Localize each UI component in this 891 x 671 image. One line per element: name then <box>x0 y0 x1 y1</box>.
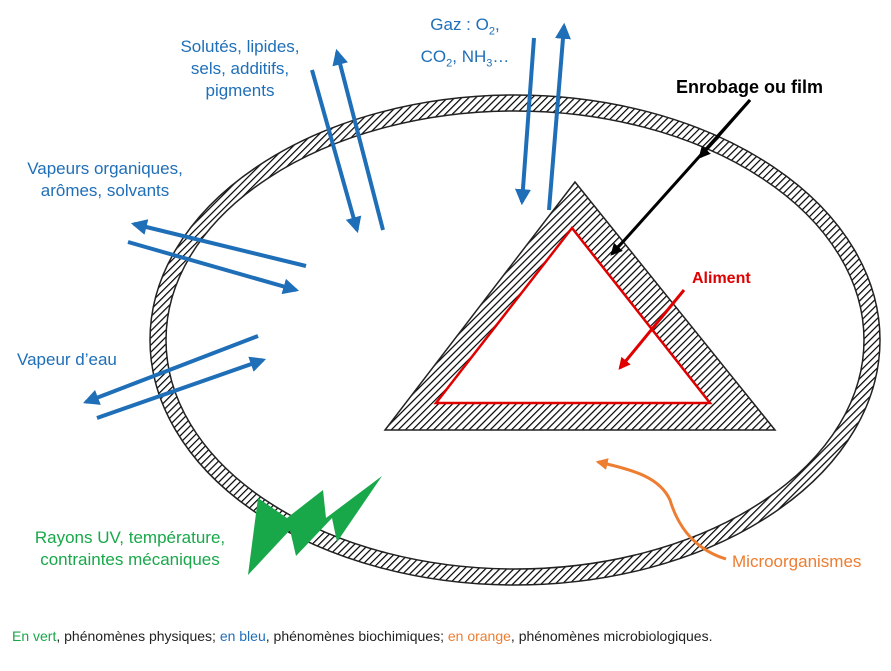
caption-orange: en orange <box>447 628 511 644</box>
solutes-arrow-in <box>310 69 362 234</box>
coating-label: Enrobage ou film <box>676 77 824 97</box>
solutes-arrow-out <box>332 48 385 231</box>
coating-diagram <box>83 22 881 586</box>
solutes-label: Solutés, lipides, sels, additifs, pigmen… <box>180 37 300 100</box>
coating-ring <box>149 94 881 586</box>
food-label: Aliment <box>692 270 751 287</box>
lightning-icon <box>248 476 382 575</box>
caption-text-1: , phénomènes physiques; <box>56 628 220 644</box>
water-vapour-label: Vapeur d’eau <box>17 350 117 369</box>
organic-vapours-label: Vapeurs organiques, arômes, solvants <box>27 159 183 200</box>
microorganisms-label: Microorganismes <box>732 552 862 571</box>
caption-blue: en bleu <box>219 628 266 644</box>
physical-stress-label: Rayons UV, température, contraintes méca… <box>34 528 226 569</box>
microorganisms-arrow <box>595 458 727 561</box>
vapours-arrow-out <box>130 219 307 268</box>
water-vapour-arrow-in <box>96 356 267 420</box>
gas-label: Gaz : O2, CO2, NH3… <box>420 15 510 70</box>
food-triangle <box>433 225 713 405</box>
gas-arrow-in <box>514 37 536 206</box>
legend-caption: En vert, phénomènes physiques; en bleu, … <box>12 626 772 646</box>
vapours-arrow-in <box>127 240 300 295</box>
food-arrow <box>618 289 686 370</box>
caption-text-2: , phénomènes biochimiques; <box>265 628 448 644</box>
gas-arrow-out <box>547 22 571 211</box>
caption-text-3: , phénomènes microbiologiques. <box>510 628 713 644</box>
coating-arrow-triangle <box>610 98 752 256</box>
water-vapour-arrow-out <box>83 334 259 405</box>
caption-green: En vert <box>12 628 57 644</box>
